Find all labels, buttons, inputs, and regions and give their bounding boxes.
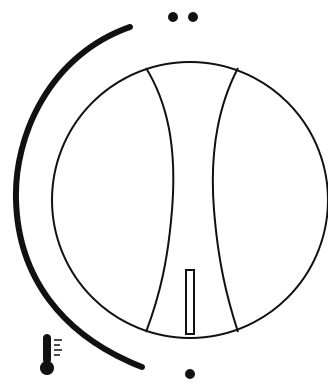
- thermostat-knob-icon[interactable]: [52, 62, 328, 338]
- thermometer-icon: [40, 334, 62, 375]
- single-dot-min-icon: [185, 369, 195, 379]
- knob-pointer: [186, 270, 194, 334]
- double-dot-max-icon: [168, 12, 198, 22]
